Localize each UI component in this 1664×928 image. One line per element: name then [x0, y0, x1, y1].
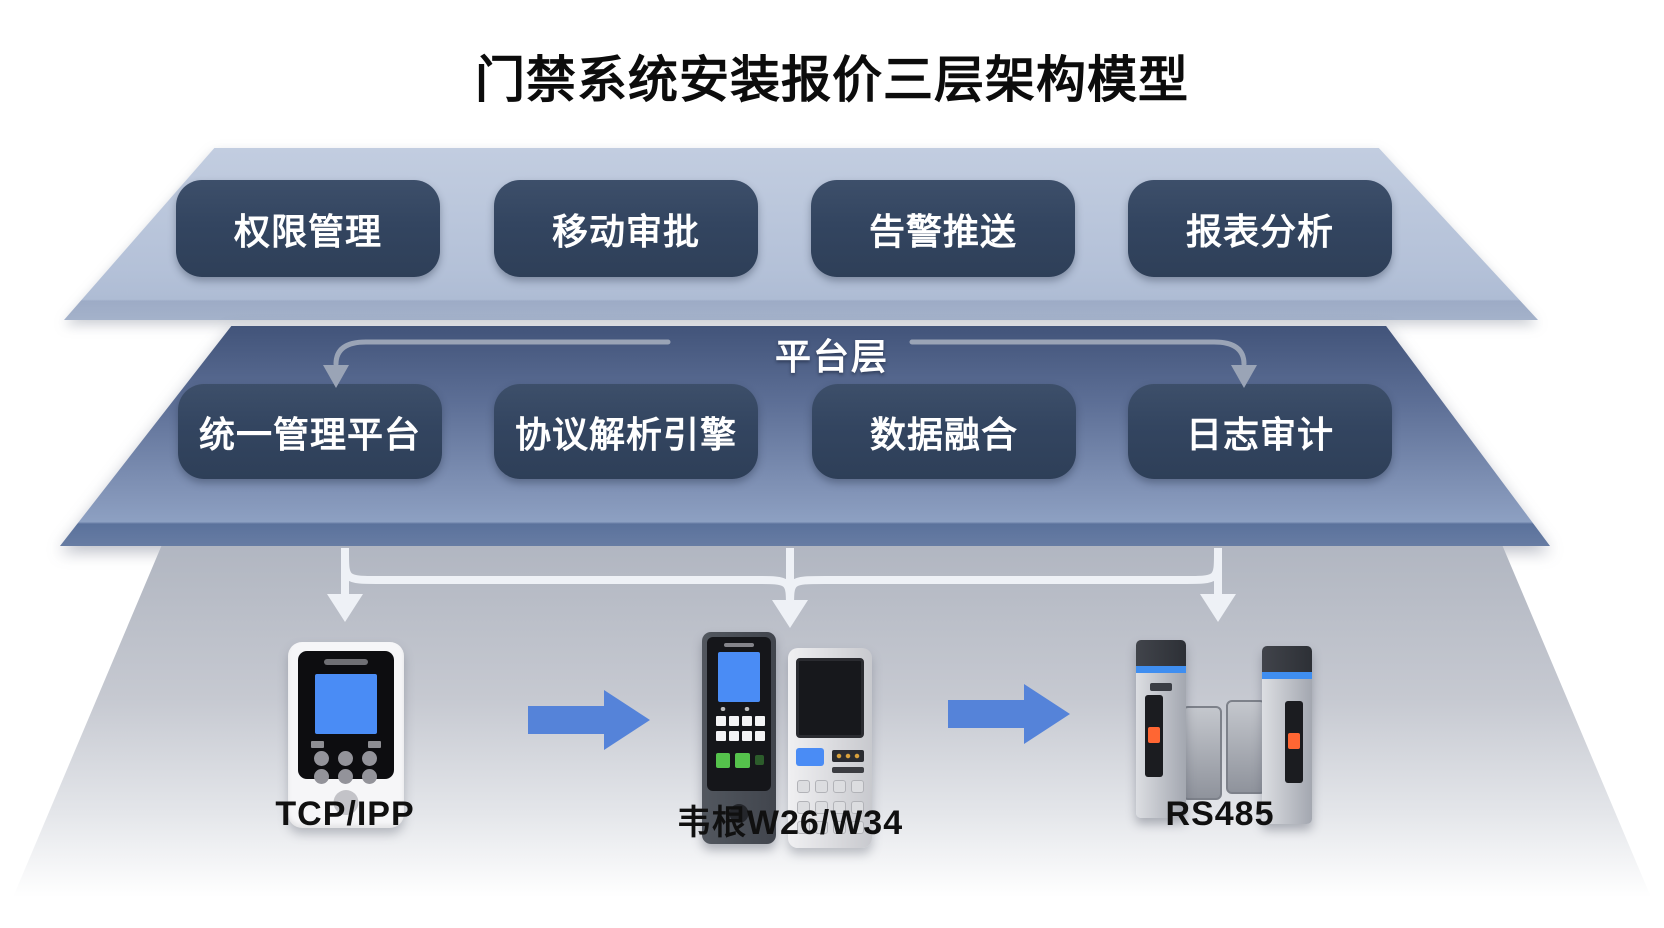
diagram-title: 门禁系统安装报价三层架构模型 — [475, 52, 1189, 108]
reader-face — [707, 637, 771, 791]
status-led — [368, 741, 381, 748]
status-led — [311, 741, 324, 748]
keypad — [797, 780, 865, 838]
module-label: 日志审计 — [1185, 413, 1334, 455]
module-pill-mobile-approval: 移动审批 — [494, 180, 758, 277]
pillar-led-strip — [1262, 672, 1312, 679]
turnstile-pillar — [1136, 640, 1186, 818]
pillar-slot — [1150, 683, 1172, 691]
module-label: 协议解析引擎 — [514, 413, 737, 455]
reader-screen — [718, 652, 760, 702]
pillar-indicator — [1288, 733, 1300, 749]
terminal-screen — [796, 658, 864, 738]
function-keys — [716, 753, 764, 769]
keypad — [314, 751, 380, 784]
pillar-body — [1136, 673, 1186, 818]
module-pill-report-analysis: 报表分析 — [1128, 180, 1392, 277]
pillar-panel — [1145, 695, 1163, 777]
barrier-flap — [1182, 706, 1222, 800]
indicator-dots — [719, 707, 759, 711]
turnstile-pillar — [1262, 646, 1312, 824]
device-label-rs485: RS485 — [1165, 795, 1275, 833]
turnstile-gate-icon — [1136, 640, 1312, 828]
pillar-cap — [1262, 646, 1312, 672]
module-label: 权限管理 — [233, 210, 382, 252]
speaker-slot — [324, 659, 368, 665]
pillar-indicator — [1148, 727, 1160, 743]
module-label: 告警推送 — [868, 210, 1017, 252]
platform-layer-label: 平台层 — [774, 336, 889, 377]
tcp-ip-reader-icon — [288, 642, 404, 828]
reader-screen — [315, 674, 377, 734]
pillar-cap — [1136, 640, 1186, 666]
pillar-led-strip — [1136, 666, 1186, 673]
barrier-flap — [1226, 700, 1266, 794]
module-pill-permission-management: 权限管理 — [176, 180, 440, 277]
pillar-body — [1262, 679, 1312, 824]
home-button — [729, 804, 749, 823]
keypad-terminal-icon — [788, 648, 872, 848]
keypad — [716, 716, 765, 742]
module-label: 报表分析 — [1185, 210, 1334, 252]
card-chip — [796, 748, 824, 766]
module-pill-alarm-push: 告警推送 — [811, 180, 1075, 277]
module-pill-data-fusion: 数据融合 — [812, 384, 1076, 479]
module-label: 统一管理平台 — [198, 413, 421, 455]
connector-slot — [832, 750, 864, 762]
speaker-slot — [724, 643, 754, 647]
reader-face — [298, 651, 394, 784]
connector-bar — [832, 767, 864, 773]
module-pill-unified-management-platform: 统一管理平台 — [178, 384, 442, 479]
module-label: 移动审批 — [551, 210, 700, 252]
device-label-wiegand: 韦根W26/W34 — [676, 804, 904, 842]
device-label-tcp-ip: TCP/IPP — [275, 795, 415, 833]
home-button — [333, 790, 359, 815]
module-pill-protocol-parsing-engine: 协议解析引擎 — [494, 384, 758, 479]
module-label: 数据融合 — [869, 413, 1018, 455]
wiegand-reader-icon — [702, 632, 776, 844]
module-pill-log-audit: 日志审计 — [1128, 384, 1392, 479]
pillar-panel — [1285, 701, 1303, 783]
